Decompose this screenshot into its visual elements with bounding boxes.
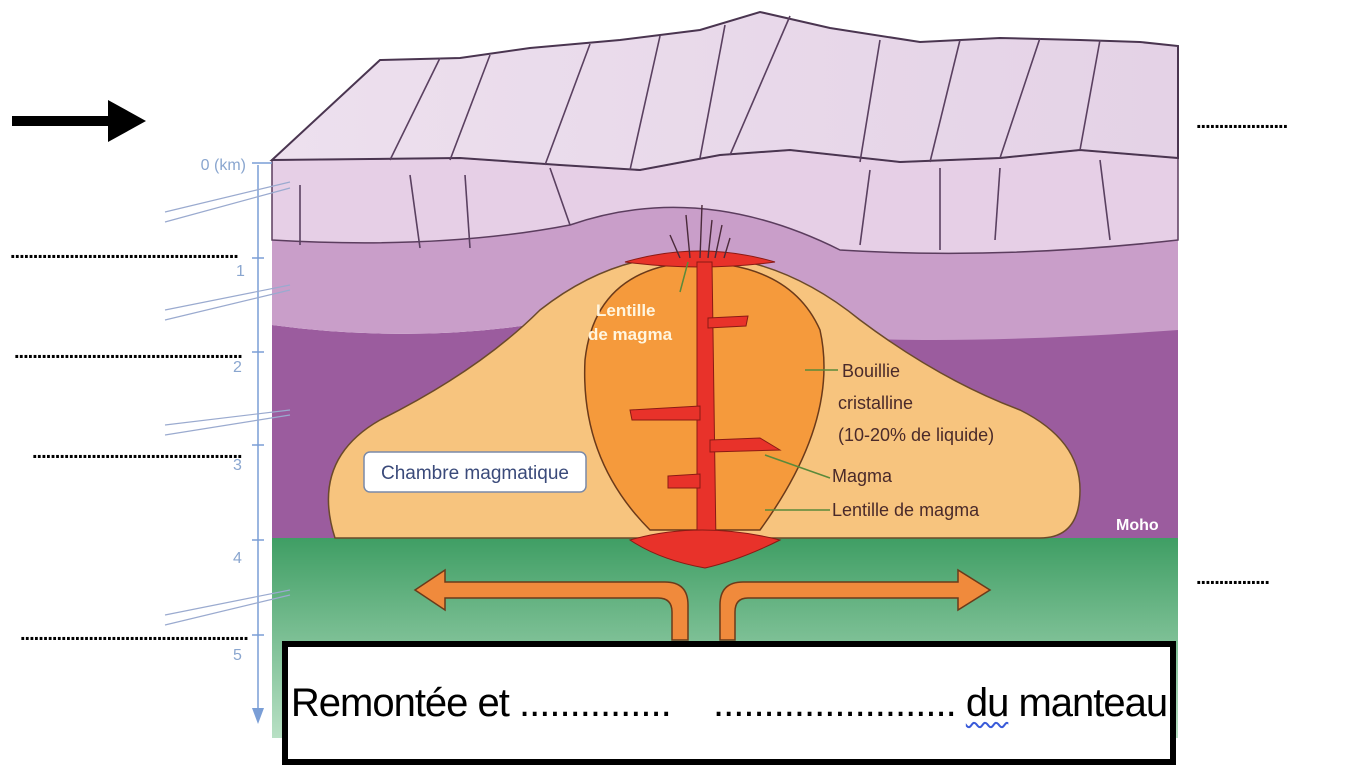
- blank-left-2[interactable]: ........................................…: [14, 342, 292, 362]
- caption-du: du: [966, 681, 1009, 725]
- tick-0: 0 (km): [201, 157, 246, 174]
- blank-right-top[interactable]: ....................: [1196, 112, 1348, 132]
- caption-part1: Remontée et: [291, 681, 509, 725]
- label-bouillie-2: cristalline: [838, 393, 913, 413]
- black-arrow: [12, 100, 146, 142]
- caption-part2: manteau: [1018, 681, 1167, 725]
- label-lentille-top-1: Lentille: [596, 301, 656, 320]
- label-magma: Magma: [832, 466, 893, 486]
- caption-blank-1[interactable]: ...............: [519, 681, 671, 725]
- label-lentille-top-2: de magma: [588, 325, 673, 344]
- tick-4: 4: [233, 550, 242, 567]
- caption-blank-2[interactable]: ........................: [713, 681, 956, 725]
- label-chambre: Chambre magmatique: [381, 463, 569, 484]
- label-bouillie-1: Bouillie: [842, 361, 900, 381]
- blank-left-4[interactable]: ........................................…: [20, 624, 296, 644]
- blank-right-bottom[interactable]: ................: [1196, 568, 1326, 588]
- upper-crust-top: [272, 12, 1178, 170]
- depth-ticks: [252, 163, 272, 635]
- label-moho: Moho: [1116, 517, 1159, 534]
- caption-text: Remontée et ............... ............…: [291, 681, 1167, 726]
- caption-box: Remontée et ............... ............…: [282, 641, 1176, 765]
- label-lentille-bottom: Lentille de magma: [832, 500, 980, 520]
- tick-1: 1: [236, 263, 245, 280]
- tick-5: 5: [233, 647, 242, 664]
- blank-left-1[interactable]: ........................................…: [10, 242, 286, 262]
- label-bouillie-3: (10-20% de liquide): [838, 425, 994, 445]
- blank-left-3[interactable]: ........................................…: [32, 442, 268, 462]
- depth-scale-arrow: [252, 708, 264, 724]
